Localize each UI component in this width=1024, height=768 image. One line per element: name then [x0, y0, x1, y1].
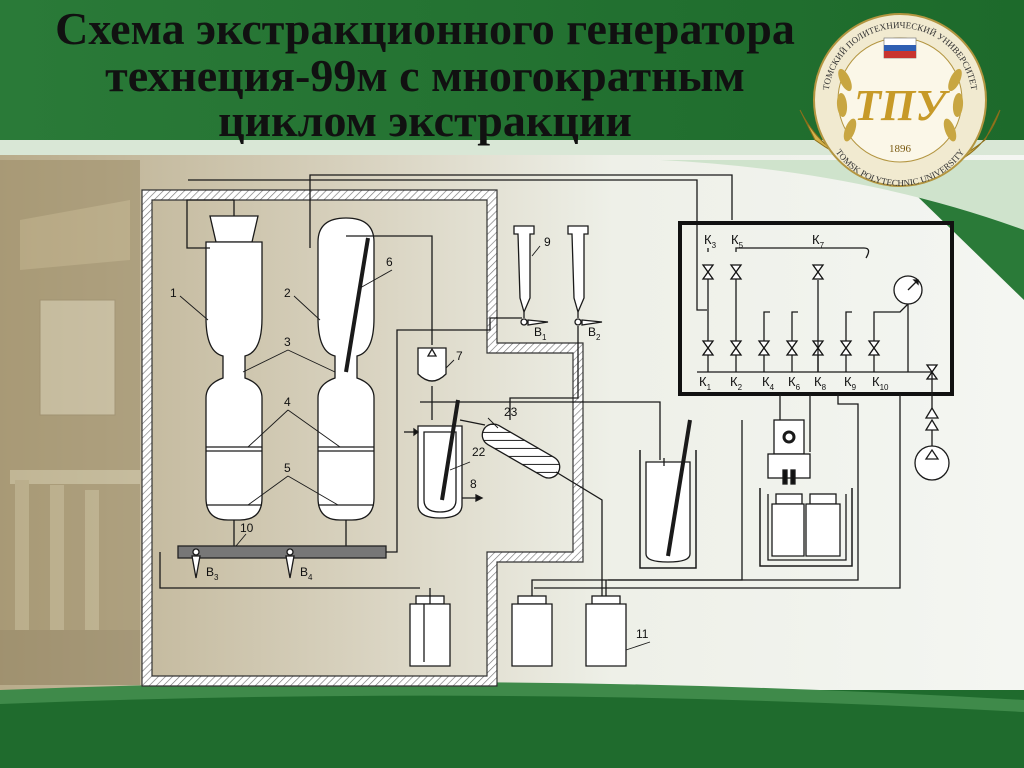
valve-k2-icon — [729, 340, 743, 356]
diagram-labels: 1 2 3 4 5 6 7 8 9 10 11 22 23 В1 В2 В3 В… — [170, 232, 889, 641]
radiation-shielding-wall — [141, 189, 584, 687]
detector-unit — [767, 419, 811, 485]
label-b1: В1 — [534, 325, 547, 342]
valve-k5-icon — [729, 264, 743, 280]
dropper-7 — [417, 347, 447, 420]
label-k3: К3 — [704, 232, 717, 250]
generator-diagram — [141, 174, 954, 687]
label-k7: К7 — [812, 232, 825, 250]
label-b2: В2 — [588, 325, 601, 342]
label-k6: К6 — [788, 374, 801, 392]
label-2: 2 — [284, 286, 291, 300]
valve-k3-icon — [701, 264, 715, 280]
pump-icon — [914, 406, 950, 481]
label-5: 5 — [284, 461, 291, 475]
pressure-gauge-icon — [893, 275, 923, 305]
valve-k4-icon — [757, 340, 771, 356]
label-k10: К10 — [872, 374, 889, 392]
valve-k1-icon — [701, 340, 715, 356]
slide-title-line-2: технеция-99м с многократным — [105, 50, 745, 101]
valve-k10-icon — [867, 340, 881, 356]
burette-9b — [567, 225, 603, 326]
valve-b4-icon — [285, 548, 295, 579]
label-k9: К9 — [844, 374, 857, 392]
label-8: 8 — [470, 477, 477, 491]
label-6: 6 — [386, 255, 393, 269]
logo-year: 1896 — [889, 143, 912, 155]
university-logo: ТПУ 1896 ТОМСКИЙ ПОЛИТЕХНИЧЕСКИЙ УНИВЕРС… — [799, 13, 1001, 188]
valve-control-panel — [678, 221, 954, 396]
valve-k6-icon — [785, 340, 799, 356]
burette-9a — [513, 225, 549, 326]
receiver-vessel-22 — [404, 399, 484, 519]
label-k5: К5 — [731, 232, 744, 250]
label-k4: К4 — [762, 374, 775, 392]
bottle-11 — [585, 580, 627, 667]
label-9: 9 — [544, 235, 551, 249]
label-3: 3 — [284, 335, 291, 349]
label-k1: К1 — [699, 374, 712, 392]
label-23: 23 — [504, 405, 518, 419]
slide-title-line-3: циклом экстракции — [218, 95, 632, 146]
extraction-column-2 — [317, 217, 375, 556]
label-22: 22 — [472, 445, 486, 459]
valve-b3-icon — [191, 548, 201, 579]
extraction-column-1 — [205, 215, 263, 556]
building-photo — [0, 160, 140, 685]
label-7: 7 — [456, 349, 463, 363]
label-b3: В3 — [206, 565, 219, 582]
label-4: 4 — [284, 395, 291, 409]
label-1: 1 — [170, 286, 177, 300]
label-b4: В4 — [300, 565, 313, 582]
vial-tray — [759, 488, 853, 567]
bottle-left — [409, 588, 451, 667]
condenser-coil-23 — [459, 419, 603, 596]
laurel-wreath-icon — [836, 68, 964, 142]
leader-lines — [179, 245, 651, 651]
label-k8: К8 — [814, 374, 827, 392]
valve-k7-icon — [811, 264, 825, 280]
logo-monogram: ТПУ — [854, 81, 950, 130]
slide-title-line-1: Схема экстракционного генератора — [55, 3, 795, 54]
label-k2: К2 — [730, 374, 743, 392]
valve-k9-icon — [839, 340, 853, 356]
product-vessel — [639, 419, 697, 569]
bottle-middle — [511, 420, 743, 667]
label-11: 11 — [636, 627, 649, 641]
label-10: 10 — [240, 521, 254, 535]
collector-bar — [177, 545, 387, 559]
